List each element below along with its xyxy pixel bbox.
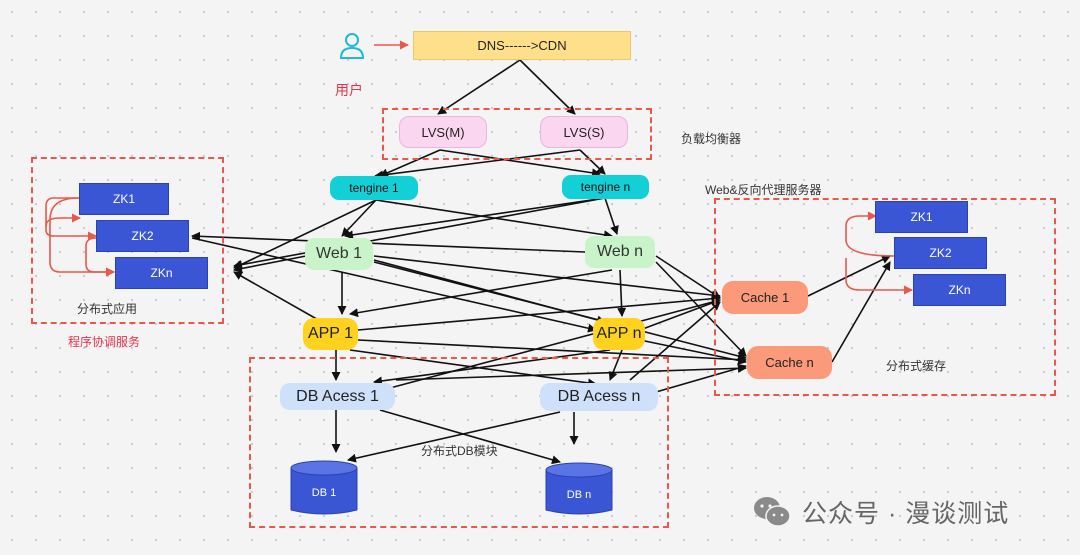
web-n-node: Web n	[585, 236, 655, 268]
edge-zk2-appn	[191, 237, 597, 333]
zk-right-2: ZK2	[894, 237, 987, 269]
lvs-slave-node: LVS(S)	[540, 116, 628, 148]
lvs-master-node: LVS(M)	[399, 116, 487, 148]
user-icon	[338, 30, 366, 60]
edge-lvss-teng1	[374, 149, 581, 180]
db-access-1-node: DB Acess 1	[280, 383, 395, 410]
watermark-text: 公众号 · 漫谈测试	[802, 500, 1010, 528]
edge-dba1-cachen	[395, 363, 747, 381]
db-1-node: DB 1	[290, 460, 358, 518]
edge-web1-zk	[233, 255, 307, 273]
edge-dba1-dbn	[379, 409, 561, 465]
app-n-node: APP n	[593, 318, 645, 350]
db-1-label: DB 1	[311, 487, 337, 499]
user-label: 用户	[335, 82, 363, 98]
edge-web1-cache1	[373, 255, 721, 300]
edge-zk-left-2	[49, 197, 115, 277]
edge-app1-zk	[233, 271, 323, 323]
edge-zk-left-4	[45, 213, 81, 227]
app-1-node: APP 1	[303, 318, 358, 350]
edge-zk-left-3	[85, 237, 115, 277]
edge-dban-cache1	[629, 301, 721, 381]
edge-cachen-zk2	[831, 261, 891, 363]
edge-appn-dba1	[373, 349, 611, 386]
edge-webn-cache1	[655, 255, 721, 299]
edge-webn-zk2	[191, 231, 586, 253]
cache-1-node: Cache 1	[722, 281, 808, 314]
edge-zk-right-1	[845, 211, 895, 257]
zk-left-1: ZK1	[79, 183, 169, 215]
edge-dba1-cache1	[389, 297, 721, 389]
db-n-node: DB n	[545, 462, 613, 518]
edge-webn-appn	[617, 269, 627, 317]
edge-dban-db1	[347, 411, 561, 463]
load-balancer-label: 负载均衡器	[681, 132, 742, 146]
edge-app1-cache1	[357, 294, 721, 331]
zk-left-caption: 分布式应用	[77, 302, 138, 316]
edge-appn-cache1	[639, 298, 721, 331]
edge-app1-dban	[349, 349, 597, 388]
cache-n-node: Cache n	[747, 346, 832, 379]
tengine-n-node: tengine n	[562, 175, 649, 199]
web-1-node: Web 1	[305, 238, 373, 270]
web-proxy-label: Web&反向代理服务器	[705, 183, 822, 197]
edge-teng1-web1	[341, 199, 377, 237]
edge-teng1-zk	[233, 199, 377, 269]
db-n-label: DB n	[566, 489, 592, 501]
cache-group	[714, 198, 1056, 396]
zk-right-1: ZK1	[875, 201, 968, 233]
edge-lvss-tengn	[579, 149, 606, 175]
dns-cdn-node: DNS------>CDN	[413, 31, 631, 60]
edge-webn-cachen	[655, 261, 747, 357]
edge-appn-cachen	[639, 339, 747, 365]
edge-app1-cachen	[357, 339, 747, 365]
edge-dns-lvs-s	[519, 59, 576, 115]
db-access-n-node: DB Acess n	[540, 383, 658, 411]
edge-dban-cachen	[655, 363, 747, 393]
edge-tengn-zk	[233, 197, 606, 269]
edge-tengn-web1	[344, 197, 606, 240]
edge-lvsm-teng1	[379, 149, 441, 177]
tengine-1-node: tengine 1	[330, 176, 418, 200]
edge-webn-app1	[349, 269, 613, 318]
edge-dns-lvs-m	[437, 59, 521, 115]
edge-appn-dban	[608, 349, 623, 381]
db-group	[249, 357, 669, 528]
zk-left-2: ZK2	[96, 220, 189, 252]
edge-zk-right-2	[845, 258, 913, 295]
zk-right-caption: 分布式缓存	[886, 359, 947, 373]
edge-tengn-webn	[604, 197, 619, 235]
load-balancer-group	[382, 108, 652, 160]
edge-web1-cachen	[373, 261, 747, 361]
zk-left-n: ZKn	[115, 257, 208, 289]
edge-lvsm-tengn	[439, 149, 601, 178]
zk-right-n: ZKn	[913, 274, 1006, 306]
zk-left-group	[31, 157, 224, 324]
zk-left-group-label: 程序协调服务	[68, 335, 141, 349]
watermark: 公众号 · 漫谈测试	[752, 494, 1009, 530]
edge-cache1-zk2	[807, 255, 891, 297]
db-group-label: 分布式DB模块	[421, 444, 498, 458]
wechat-icon	[752, 495, 792, 529]
